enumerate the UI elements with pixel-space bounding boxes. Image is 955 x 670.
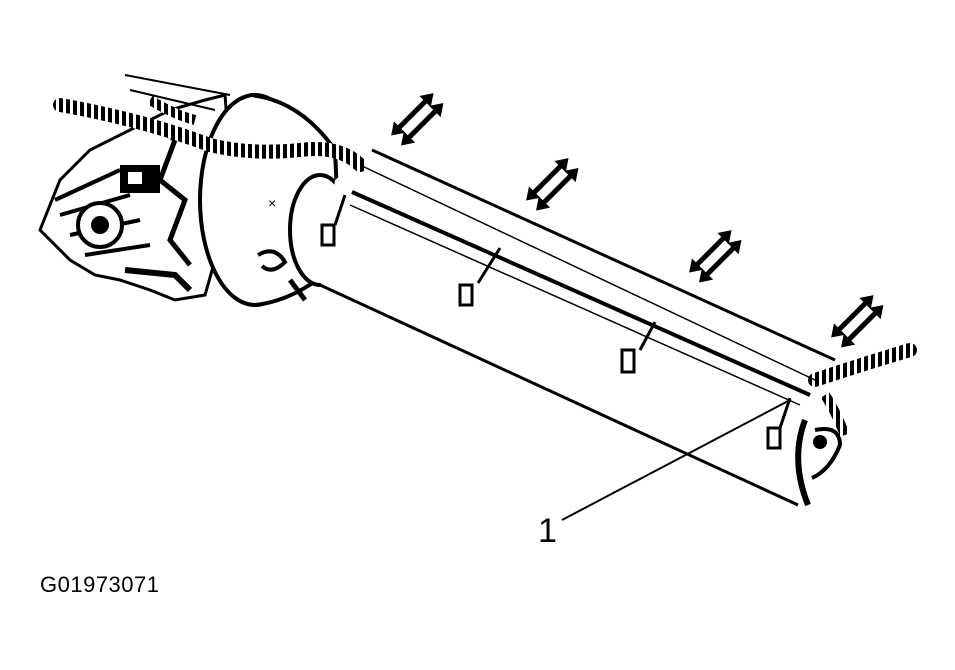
double-arrow-icon bbox=[520, 152, 584, 216]
double-arrow-icon bbox=[385, 87, 449, 151]
callout-number: 1 bbox=[538, 512, 557, 550]
clip bbox=[620, 321, 657, 374]
figure-id: G01973071 bbox=[40, 572, 160, 597]
callout-leader-line bbox=[561, 399, 791, 521]
svg-text:×: × bbox=[268, 195, 276, 211]
clip bbox=[458, 247, 502, 307]
wire-harness bbox=[53, 95, 917, 437]
double-arrow-icon bbox=[683, 224, 747, 288]
engine-assembly bbox=[38, 74, 232, 302]
retaining-clips bbox=[320, 194, 792, 450]
clip bbox=[320, 194, 347, 247]
heat-shield-tube bbox=[319, 148, 843, 507]
clip bbox=[766, 397, 792, 450]
double-arrow-icon bbox=[825, 289, 889, 353]
